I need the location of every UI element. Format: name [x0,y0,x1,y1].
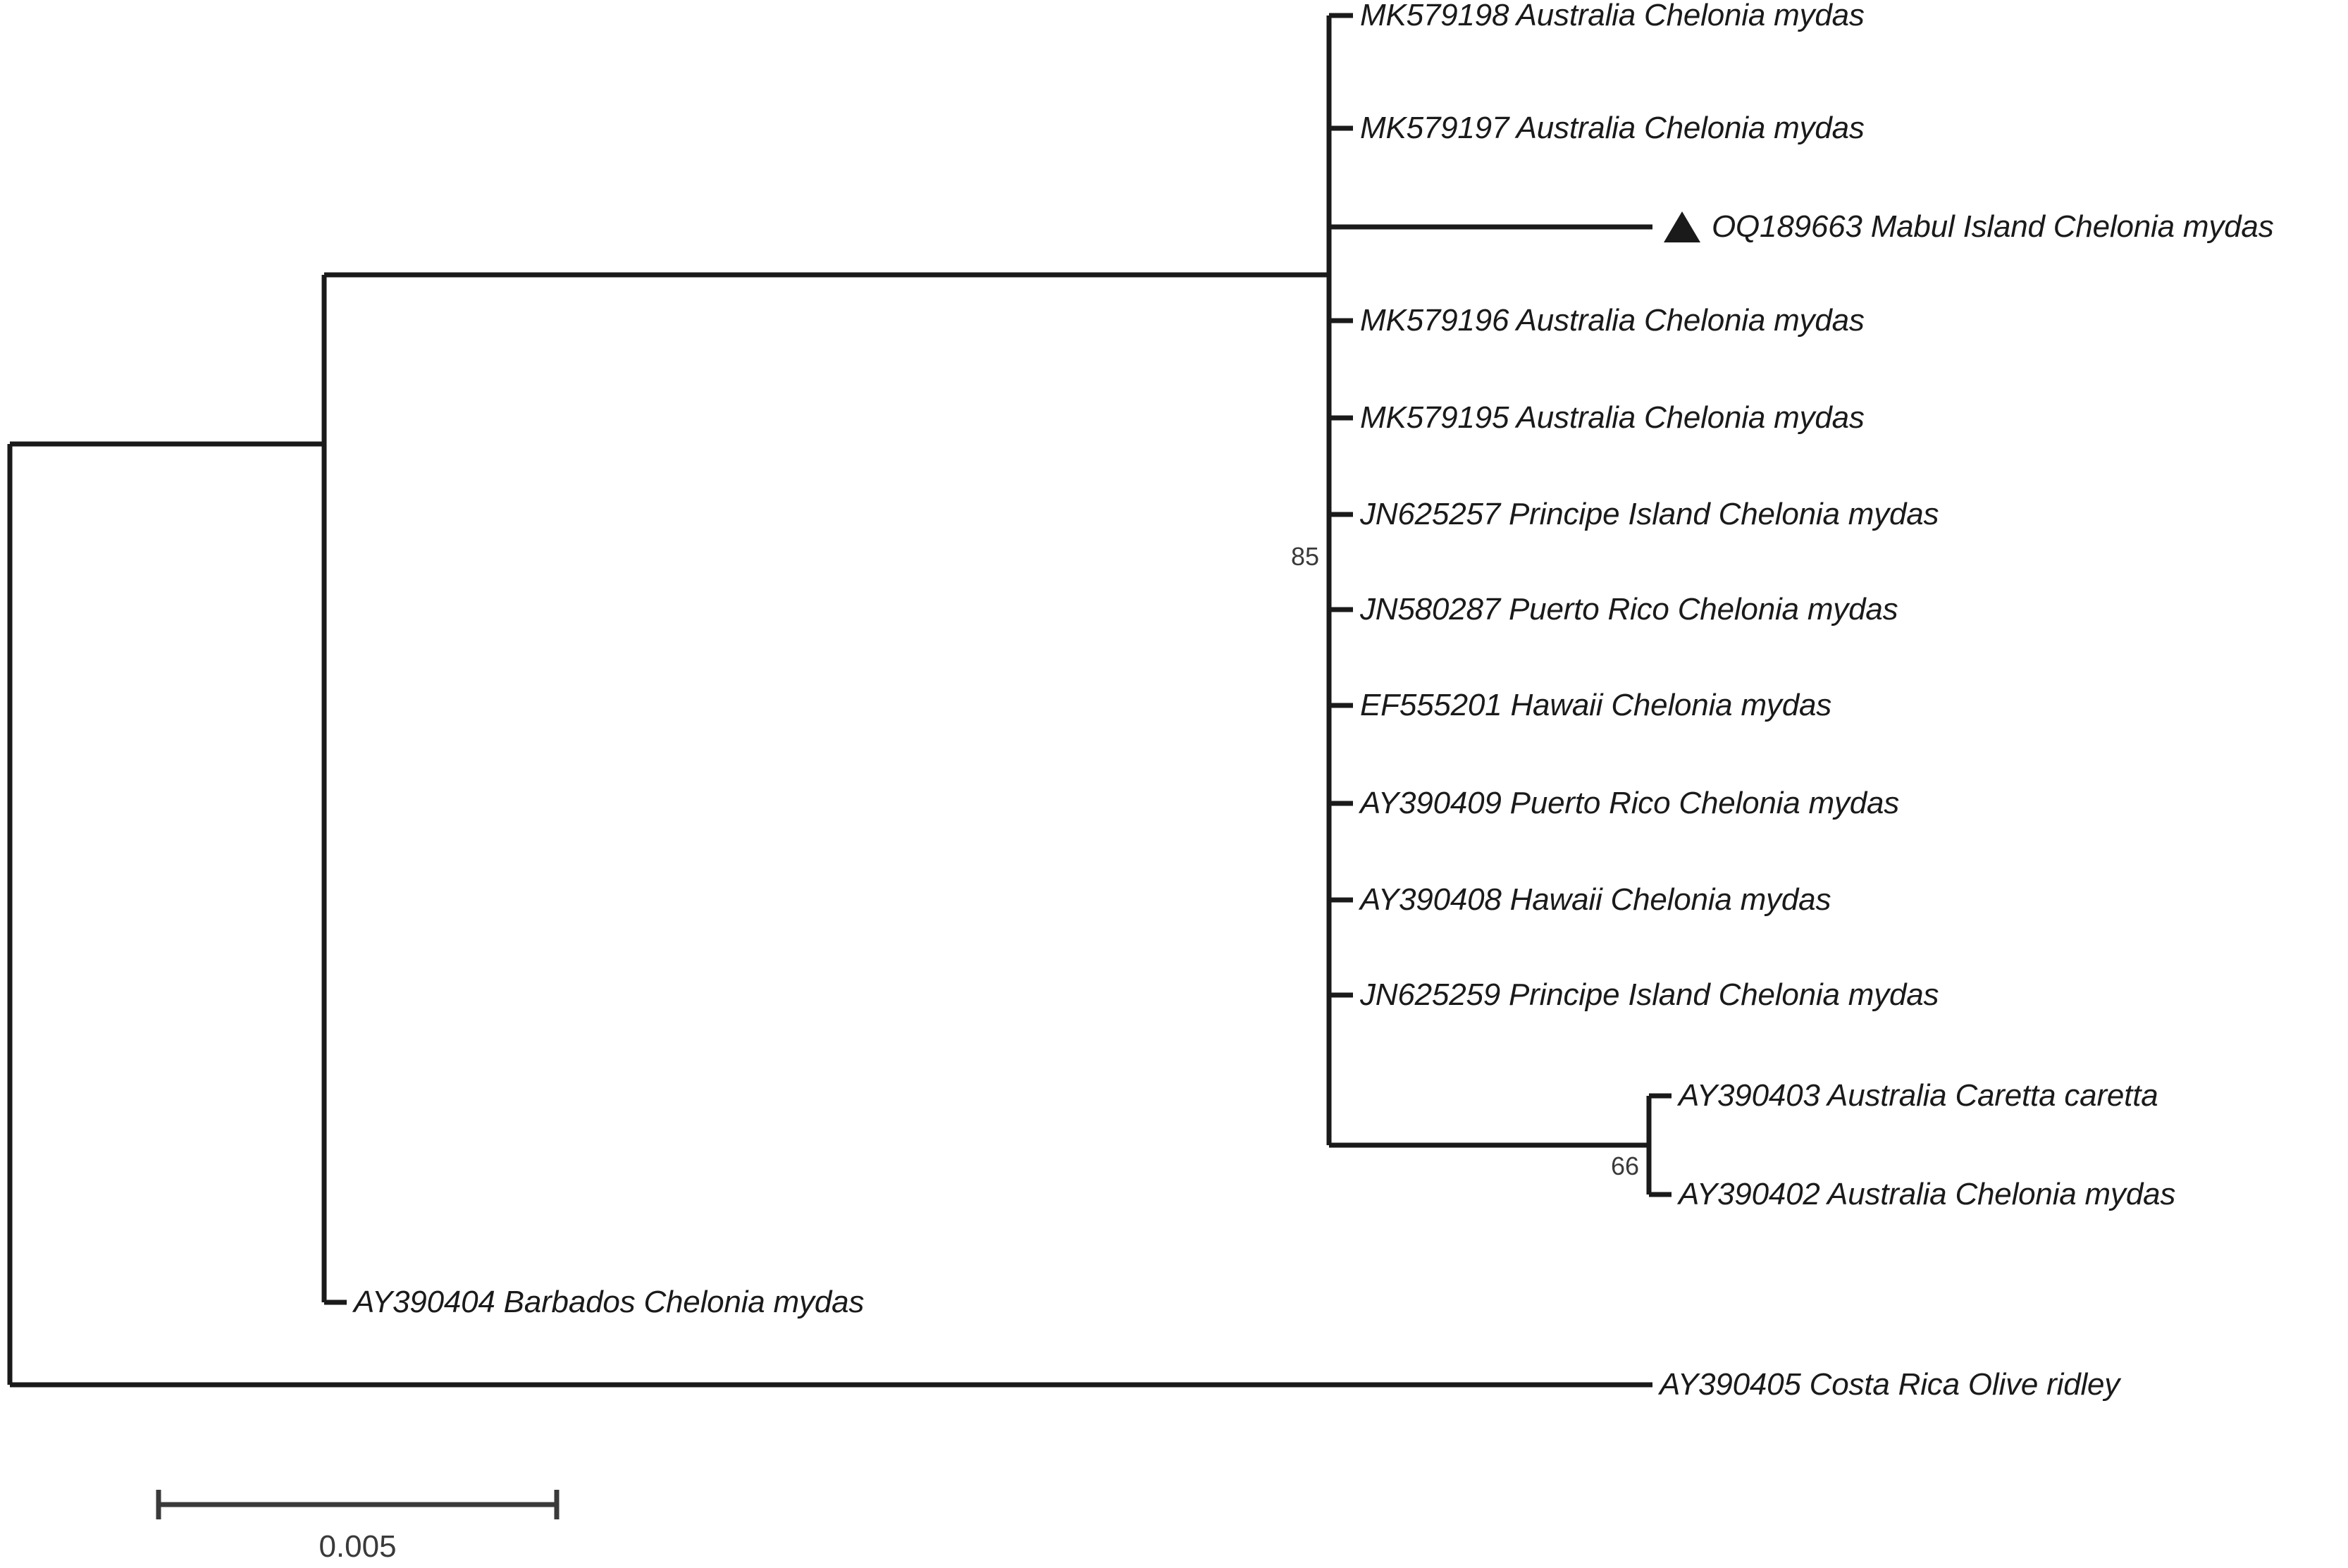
taxon-label-JN625259: JN625259 Principe Island Chelonia mydas [1360,977,1939,1012]
taxon-label-OQ189663: OQ189663 Mabul Island Chelonia mydas [1712,209,2274,244]
bootstrap-value-66: 66 [1610,1152,1639,1180]
bootstrap-value-85: 85 [1290,542,1319,571]
taxon-label-JN580287: JN580287 Puerto Rico Chelonia mydas [1360,592,1898,626]
taxon-label-AY390404: AY390404 Barbados Chelonia mydas [354,1285,865,1319]
taxon-label-EF555201: EF555201 Hawaii Chelonia mydas [1360,688,1832,722]
scale-bar-label: 0.005 [319,1529,397,1564]
scale-bar [156,1490,560,1519]
taxon-label-AY390405: AY390405 Costa Rica Olive ridley [1660,1367,2120,1402]
taxon-label-MK579196: MK579196 Australia Chelonia mydas [1360,303,1865,338]
taxon-label-AY390408: AY390408 Hawaii Chelonia mydas [1360,882,1831,917]
taxon-label-MK579198: MK579198 Australia Chelonia mydas [1360,0,1865,32]
taxon-label-JN625257: JN625257 Principe Island Chelonia mydas [1360,497,1939,531]
taxon-label-AY390409: AY390409 Puerto Rico Chelonia mydas [1360,786,1900,820]
taxon-label-MK579197: MK579197 Australia Chelonia mydas [1360,111,1865,145]
branch-lines [7,13,1672,1388]
taxon-label-AY390403: AY390403 Australia Caretta caretta [1679,1078,2158,1113]
taxon-label-MK579195: MK579195 Australia Chelonia mydas [1360,400,1865,435]
taxon-label-AY390402: AY390402 Australia Chelonia mydas [1679,1177,2176,1211]
triangle-up-icon [1664,211,1700,242]
